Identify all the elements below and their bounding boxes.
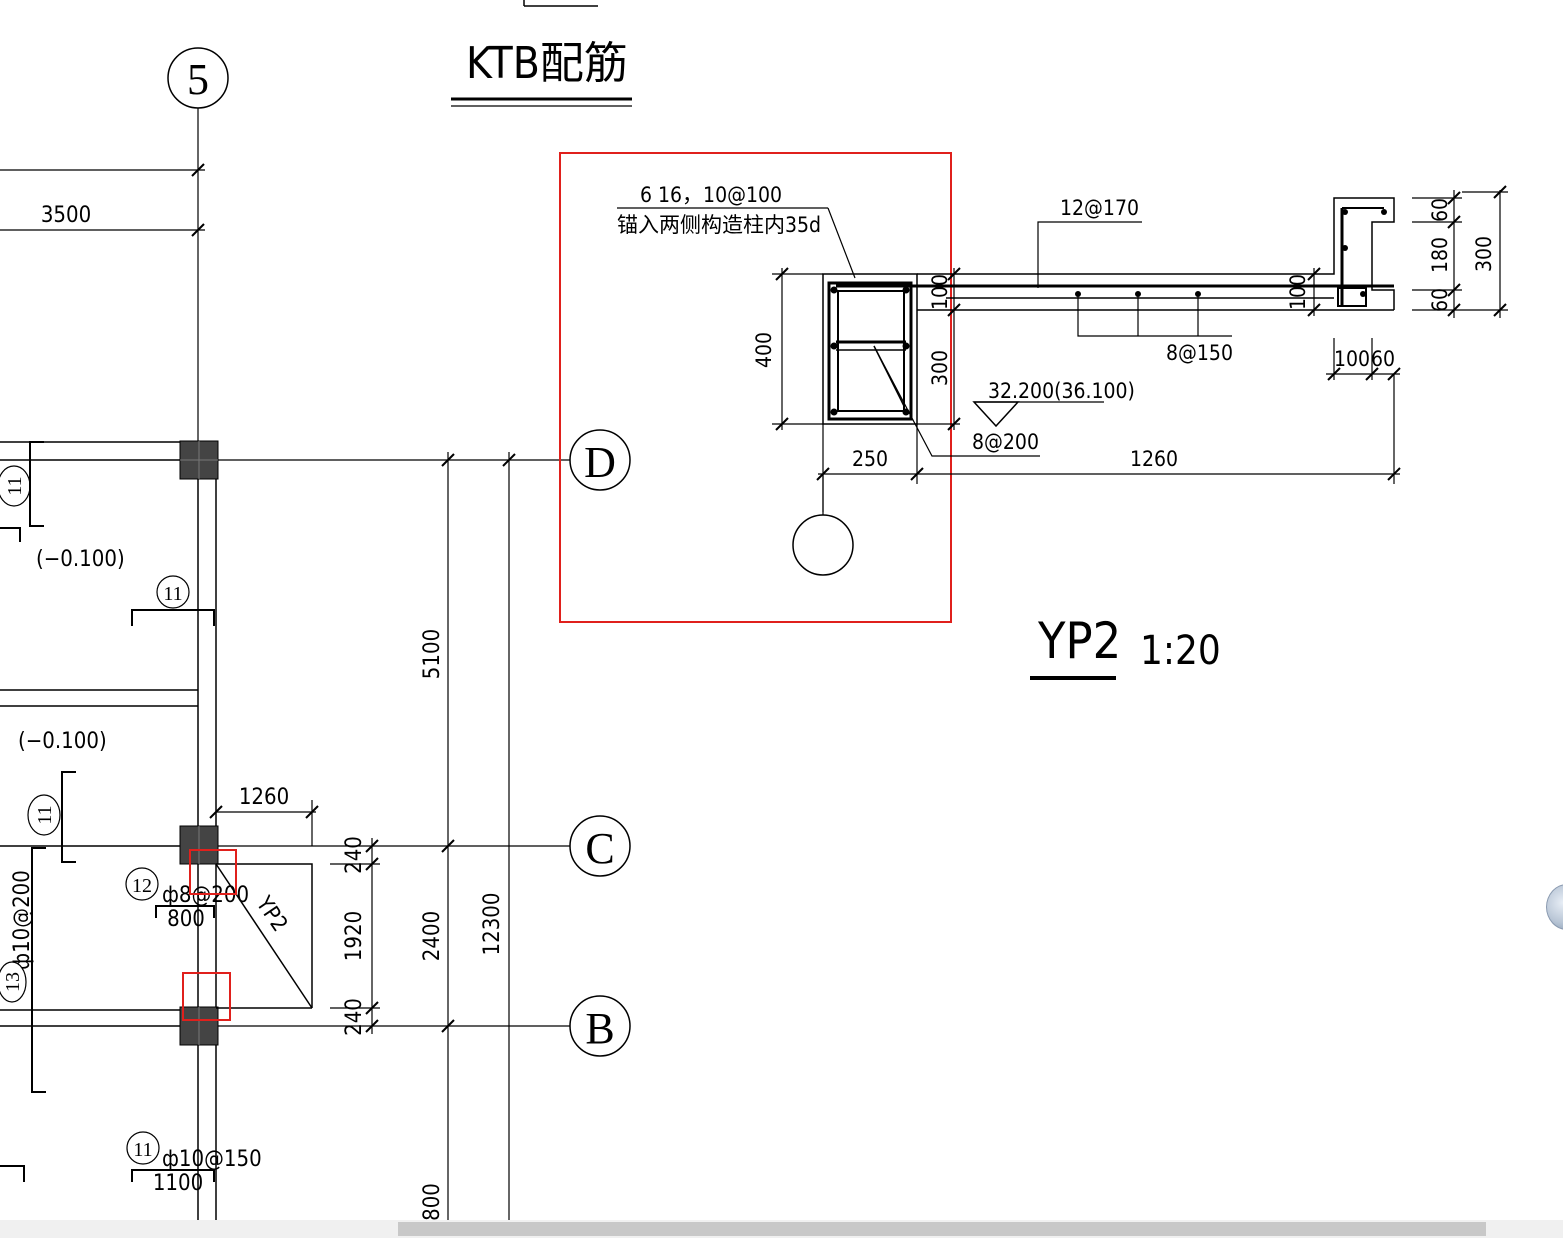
elevation-label-1: (−0.100) bbox=[36, 547, 125, 572]
mark-12: 12 bbox=[132, 875, 152, 897]
highlight-box-section bbox=[559, 152, 952, 623]
dim-60-bottom: 60 bbox=[1428, 288, 1452, 312]
beam-section bbox=[822, 273, 918, 425]
grid-label-C: C bbox=[585, 824, 614, 873]
mark-circle-12 bbox=[125, 867, 159, 901]
mark-circle-11 bbox=[156, 575, 190, 609]
note-slab-bottom-bar: 8@150 bbox=[1166, 341, 1233, 365]
yp2-tag: YP2 bbox=[250, 891, 292, 936]
leader-line bbox=[827, 207, 856, 279]
scrollbar-thumb[interactable] bbox=[398, 1222, 1486, 1236]
note-anchorage: 锚入两侧构造柱内35d bbox=[617, 213, 821, 237]
section-axis-bubble bbox=[792, 514, 854, 576]
grid-bubble-B bbox=[569, 995, 631, 1057]
dim-1260-plan: 1260 bbox=[239, 785, 289, 810]
dim-100-right: 100 bbox=[1286, 274, 1310, 310]
leader-line bbox=[873, 345, 1040, 457]
grid-label-D: D bbox=[584, 438, 616, 487]
detail-scale: 1:20 bbox=[1140, 628, 1221, 674]
dim-240-bottom: 240 bbox=[342, 998, 367, 1036]
grid-bubble-D bbox=[569, 429, 631, 491]
rebar-12-label: ф8@200 bbox=[162, 883, 249, 908]
grid-label-B: B bbox=[585, 1004, 614, 1053]
dim-180: 180 bbox=[1428, 237, 1452, 273]
grid-bubble-C bbox=[569, 815, 631, 877]
dim-60-upstand: 60 bbox=[1371, 347, 1395, 371]
mark-circle-13 bbox=[0, 961, 27, 1003]
note-stirrup: 8@200 bbox=[972, 430, 1039, 454]
highlight-box bbox=[182, 972, 231, 1021]
dim-300: 300 bbox=[928, 350, 952, 386]
dim-tick bbox=[191, 223, 205, 237]
len-12: 800 bbox=[167, 907, 205, 932]
dim-300-total: 300 bbox=[1472, 236, 1496, 272]
drawing-title: KTB配筋 bbox=[466, 38, 628, 89]
dim-250: 250 bbox=[852, 447, 888, 471]
highlight-box bbox=[189, 849, 237, 895]
mark-11-b: 11 bbox=[163, 583, 182, 605]
grid-label-5: 5 bbox=[187, 55, 209, 104]
rebar-bracket bbox=[29, 441, 44, 527]
elevation-marker bbox=[972, 401, 1020, 428]
dim-12300: 12300 bbox=[480, 893, 505, 956]
rebar-11d-label: ф10@150 bbox=[162, 1147, 262, 1172]
dim-100-upstand: 100 bbox=[1334, 347, 1370, 371]
dim-5100: 5100 bbox=[420, 629, 445, 679]
dim-400: 400 bbox=[752, 332, 776, 368]
rebar-bracket bbox=[131, 609, 215, 626]
horizontal-scrollbar[interactable] bbox=[0, 1220, 1563, 1238]
mark-circle-11 bbox=[27, 794, 61, 836]
mark-13: 13 bbox=[2, 972, 24, 992]
rebar-bracket bbox=[0, 1165, 25, 1182]
rebar-bracket bbox=[61, 771, 76, 863]
dim-tick bbox=[209, 805, 223, 819]
upstand-edge bbox=[1314, 197, 1395, 310]
dim-tick bbox=[191, 163, 205, 177]
rebar-bracket bbox=[31, 847, 46, 1093]
dim-1920: 1920 bbox=[342, 911, 367, 961]
mark-11-d: 11 bbox=[133, 1139, 152, 1161]
mark-11-c: 11 bbox=[34, 805, 56, 824]
rebar-bracket bbox=[131, 1169, 215, 1182]
len-11d: 1100 bbox=[153, 1171, 203, 1196]
rebar-13-label: ф10@200 bbox=[10, 870, 35, 970]
yp2-diagonal bbox=[215, 863, 313, 1009]
beam-stirrup bbox=[827, 281, 913, 421]
detail-name: YP2 bbox=[1037, 612, 1121, 670]
note-slab-top-bar: 12@170 bbox=[1060, 196, 1139, 220]
dim-800: 800 bbox=[420, 1183, 445, 1221]
mark-11-a: 11 bbox=[4, 476, 26, 495]
leader-line bbox=[1037, 221, 1142, 288]
dim-240-top: 240 bbox=[342, 836, 367, 874]
dim-3500: 3500 bbox=[41, 203, 91, 228]
leader-line bbox=[1077, 294, 1232, 337]
mark-circle-11 bbox=[126, 1131, 160, 1165]
dim-tick bbox=[305, 805, 319, 819]
rebar-bracket bbox=[0, 527, 21, 542]
yp2-outline bbox=[216, 863, 313, 1008]
rebar-bracket bbox=[155, 905, 215, 918]
elevation-label-2: (−0.100) bbox=[18, 729, 107, 754]
note-top-bars: 6 16，10@100 bbox=[640, 183, 782, 207]
dim-60-top: 60 bbox=[1428, 198, 1452, 222]
dim-2400: 2400 bbox=[420, 911, 445, 961]
note-elevation: 32.200(36.100) bbox=[988, 379, 1135, 403]
dim-1260-section: 1260 bbox=[1130, 447, 1178, 471]
dim-100-left: 100 bbox=[928, 274, 952, 310]
